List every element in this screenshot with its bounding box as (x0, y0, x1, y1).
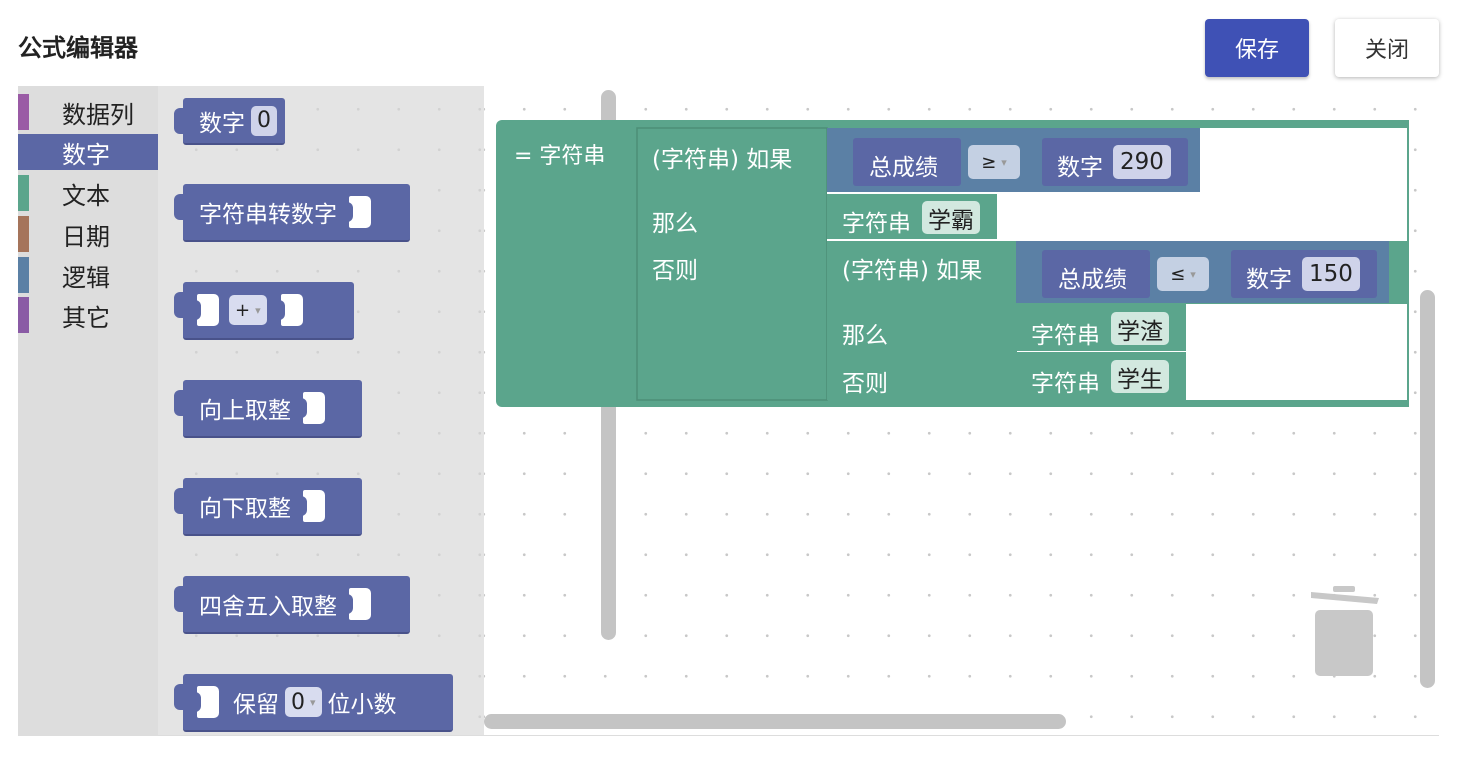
operator-dropdown[interactable]: ≤▾ (1157, 257, 1209, 291)
output-nub (174, 292, 185, 318)
string-label: 字符串 (1031, 323, 1100, 349)
number-label: 数字 (1246, 267, 1292, 293)
vertical-scrollbar[interactable] (1420, 290, 1435, 688)
page-title: 公式编辑器 (18, 34, 138, 62)
category-logic[interactable]: 逻辑 (18, 257, 158, 293)
string-field[interactable]: 学生 (1111, 360, 1169, 393)
input-socket (345, 196, 371, 228)
category-other[interactable]: 其它 (18, 297, 158, 333)
category-label: 逻辑 (62, 263, 110, 292)
category-color-bar (18, 216, 29, 252)
then-label: 那么 (842, 323, 888, 349)
arithmetic-block[interactable]: +▾ (174, 282, 354, 340)
floor-block[interactable]: 向下取整 (174, 478, 362, 536)
number-label: 数字 (1057, 155, 1103, 181)
number-field[interactable]: 0 (251, 105, 277, 136)
save-button[interactable]: 保存 (1205, 19, 1309, 77)
operator-dropdown[interactable]: +▾ (229, 295, 267, 325)
fixed-decimal-block[interactable]: 保留 0▾ 位小数 (174, 674, 453, 732)
string-field[interactable]: 学霸 (922, 201, 980, 234)
output-nub (174, 586, 185, 612)
output-nub (174, 684, 185, 710)
category-label: 文本 (62, 181, 110, 210)
number-field[interactable]: 290 (1113, 145, 1171, 179)
number-block[interactable]: 数字 0 (174, 98, 285, 145)
if-label: (字符串) 如果 (652, 147, 793, 173)
category-data-column[interactable]: 数据列 (18, 94, 158, 130)
output-nub (174, 194, 185, 220)
category-label: 其它 (62, 303, 110, 332)
horizontal-scrollbar[interactable] (484, 714, 1066, 729)
category-color-bar (18, 175, 29, 211)
trash-icon[interactable] (1311, 584, 1379, 678)
block-label: 向下取整 (199, 496, 291, 522)
category-color-bar (18, 134, 29, 170)
category-color-bar (18, 94, 29, 130)
block-label: 四舍五入取整 (199, 594, 337, 620)
output-nub (174, 108, 185, 134)
block-label: 向上取整 (199, 398, 291, 424)
chevron-down-icon: ▾ (255, 303, 261, 317)
if-label: (字符串) 如果 (842, 258, 983, 284)
number-field[interactable]: 150 (1302, 257, 1360, 291)
else-label: 否则 (652, 258, 698, 284)
field-label: 总成绩 (869, 155, 938, 181)
field-label: 总成绩 (1058, 267, 1127, 293)
block-label: 字符串转数字 (199, 202, 337, 228)
field-block[interactable] (853, 138, 961, 186)
then-label: 那么 (652, 211, 698, 237)
string-field[interactable]: 学渣 (1111, 312, 1169, 345)
category-color-bar (18, 257, 29, 293)
category-label: 日期 (62, 222, 110, 251)
chevron-down-icon: ▾ (310, 695, 316, 709)
input-socket (193, 686, 219, 718)
ceil-block[interactable]: 向上取整 (174, 380, 362, 438)
round-block[interactable]: 四舍五入取整 (174, 576, 410, 634)
root-block-label: = 字符串 (514, 144, 606, 169)
category-color-bar (18, 297, 29, 333)
toolbox: 数据列 数字 文本 日期 逻辑 其它 (18, 86, 158, 735)
string-label: 字符串 (1031, 371, 1100, 397)
output-nub (174, 390, 185, 416)
workspace-canvas (496, 120, 1409, 407)
chevron-down-icon: ▾ (1190, 267, 1196, 281)
block-label: 保留 (233, 692, 279, 718)
input-socket (299, 490, 325, 522)
input-socket (276, 294, 303, 326)
input-socket (193, 294, 219, 326)
decimal-dropdown[interactable]: 0▾ (285, 687, 322, 717)
category-date[interactable]: 日期 (18, 216, 158, 252)
block-flyout: 数字 0 字符串转数字 +▾ 向上取整 向下取整 四舍五入取整 (158, 86, 616, 735)
output-nub (174, 488, 185, 514)
operator-dropdown[interactable]: ≥▾ (968, 145, 1020, 179)
string-to-number-block[interactable]: 字符串转数字 (174, 184, 410, 242)
block-label: 数字 (199, 110, 245, 137)
input-socket (299, 392, 325, 424)
input-socket (345, 588, 371, 620)
category-label: 数据列 (62, 100, 134, 129)
category-number[interactable]: 数字 (18, 134, 158, 170)
chevron-down-icon: ▾ (1001, 155, 1007, 169)
field-block[interactable] (1042, 250, 1150, 298)
formula-editor: 数据列 数字 文本 日期 逻辑 其它 数字 0 (18, 86, 1439, 736)
category-text[interactable]: 文本 (18, 175, 158, 211)
else-label: 否则 (842, 371, 888, 397)
string-label: 字符串 (842, 211, 911, 237)
category-label: 数字 (62, 140, 110, 169)
block-label: 位小数 (327, 692, 397, 718)
close-button[interactable]: 关闭 (1335, 19, 1439, 77)
